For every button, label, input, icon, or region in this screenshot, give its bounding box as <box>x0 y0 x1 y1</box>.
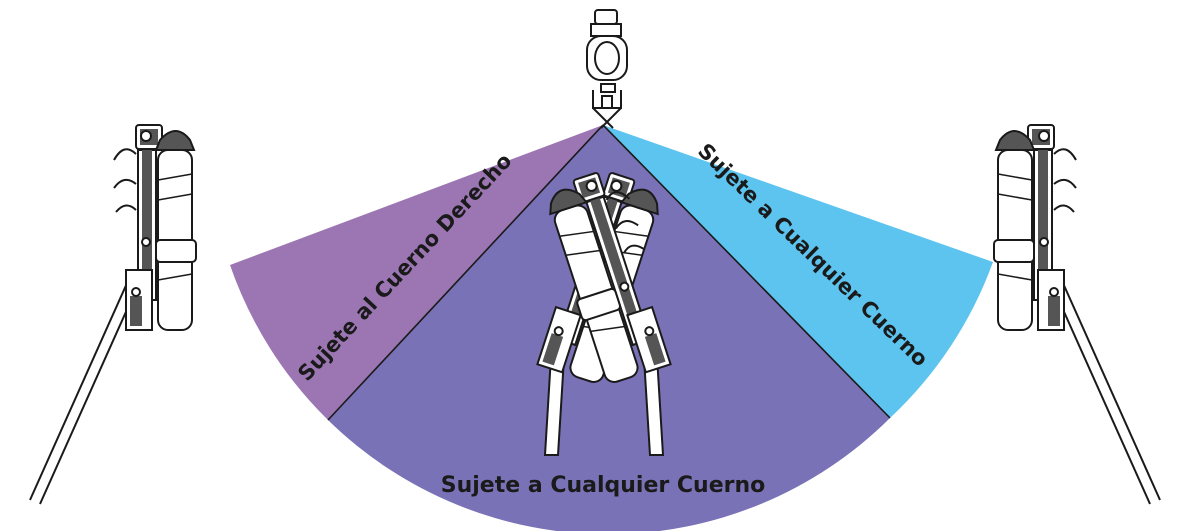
left-tool-icon <box>29 124 197 505</box>
center-tools-icon <box>525 164 683 456</box>
sector-divider-right <box>602 124 891 419</box>
sector-right-horn <box>230 125 603 420</box>
spotlight-fixture-icon <box>586 9 628 129</box>
right-tool-icon <box>993 124 1161 505</box>
center-tool-right <box>539 164 683 456</box>
center-tool-left <box>525 164 669 456</box>
label-any-horn-center: Sujete a Cualquier Cuerno <box>441 473 766 498</box>
sector-any-horn-right <box>603 125 993 418</box>
sector-divider-left <box>327 124 604 421</box>
